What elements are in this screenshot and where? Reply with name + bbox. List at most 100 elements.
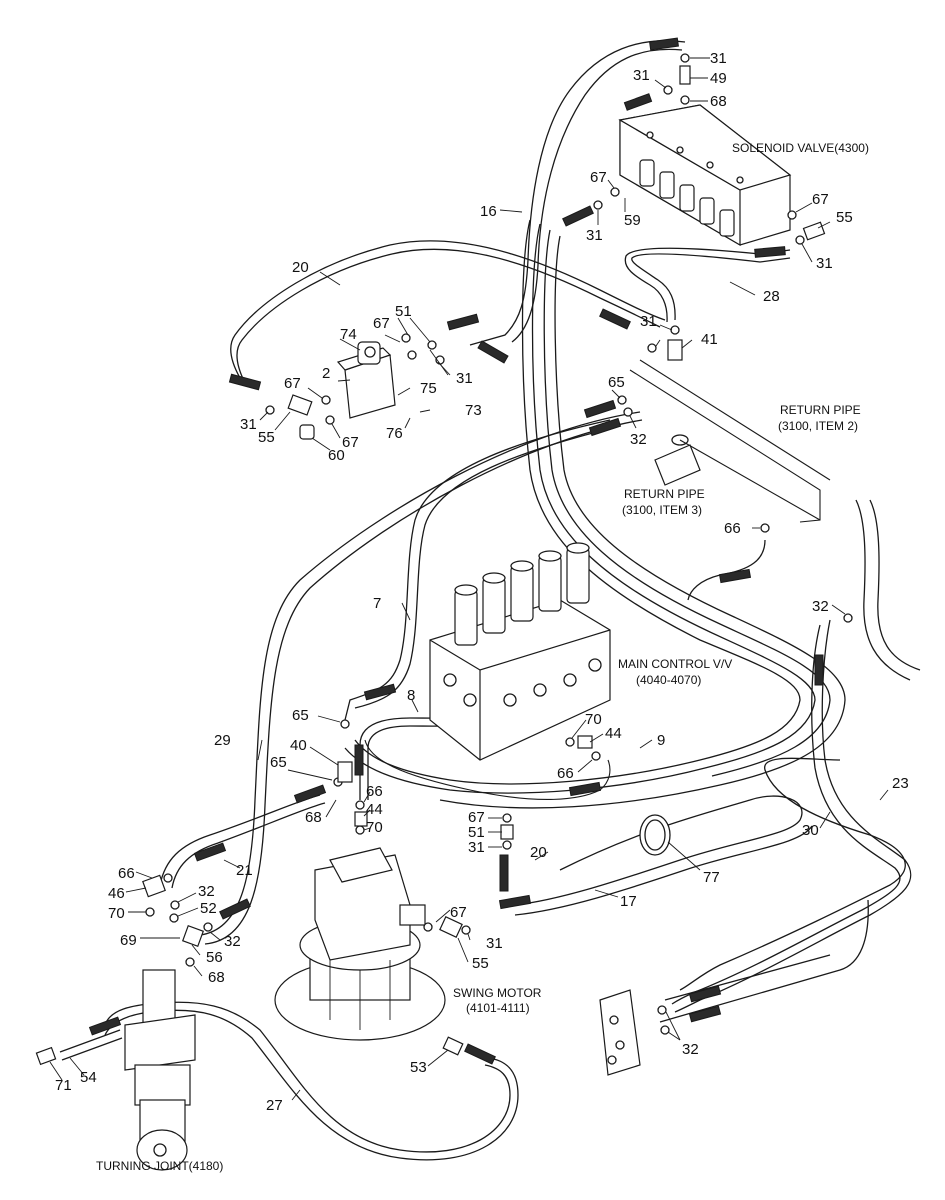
callout: 31 (456, 370, 473, 387)
return-pipe-item3-label: RETURN PIPE (624, 487, 705, 501)
main-control-valve-label: MAIN CONTROL V/V (618, 657, 732, 671)
hose-20-upper (230, 240, 666, 379)
return-pipe-drawing (629, 359, 831, 523)
callout: 67 (468, 809, 485, 826)
callout: 65 (270, 754, 287, 771)
callout: 70 (108, 905, 125, 922)
return-pipe-item3-sub: (3100, ITEM 3) (622, 503, 702, 517)
turning-joint-label: TURNING JOINT(4180) (96, 1159, 223, 1173)
callout: 2 (322, 365, 330, 382)
hose-bundle-right (354, 219, 801, 785)
callout: 31 (816, 255, 833, 272)
callout: 73 (465, 402, 482, 419)
callout: 54 (80, 1069, 97, 1086)
callout: 41 (701, 331, 718, 348)
callout: 21 (236, 862, 253, 879)
callout: 67 (342, 434, 359, 451)
callout: 59 (624, 212, 641, 229)
callout: 31 (486, 935, 503, 952)
swing-motor-drawing (274, 847, 446, 1041)
callout: 20 (292, 259, 309, 276)
callout: 70 (366, 819, 383, 836)
callout: 31 (640, 313, 657, 330)
callout: 44 (605, 725, 622, 742)
valve-block-2 (336, 341, 396, 419)
solenoid-valve-drawing (618, 104, 792, 247)
hose-28 (631, 253, 791, 321)
callout: 55 (836, 209, 853, 226)
callout: 56 (206, 949, 223, 966)
hose-23 (674, 619, 912, 1013)
return-pipe-item2-label: RETURN PIPE (780, 403, 861, 417)
callout: 52 (200, 900, 217, 917)
callout: 31 (633, 67, 650, 84)
callout: 7 (373, 595, 381, 612)
callout: 65 (608, 374, 625, 391)
callout: 66 (118, 865, 135, 882)
callout-labels: 31 49 31 68 67 67 59 31 55 31 16 2 8 20 5… (55, 50, 909, 1114)
main-control-valve-sub: (4040-4070) (636, 673, 701, 687)
callout: 29 (214, 732, 231, 749)
callout: 31 (240, 416, 257, 433)
callout: 66 (557, 765, 574, 782)
hose-17 (514, 795, 803, 906)
callout: 55 (472, 955, 489, 972)
callout: 67 (812, 191, 829, 208)
return-pipe-item2-sub: (3100, ITEM 2) (778, 419, 858, 433)
callout: 32 (630, 431, 647, 448)
callout: 75 (420, 380, 437, 397)
callout: 77 (703, 869, 720, 886)
callout: 51 (468, 824, 485, 841)
callout: 20 (530, 844, 547, 861)
callout: 32 (198, 883, 215, 900)
callout: 44 (366, 801, 383, 818)
swing-motor-label: SWING MOTOR (453, 986, 542, 1000)
callout: 32 (682, 1041, 699, 1058)
callout: 71 (55, 1077, 72, 1094)
solenoid-valve-label: SOLENOID VALVE(4300) (732, 141, 869, 155)
hose-30 (679, 757, 906, 991)
callout: 68 (710, 93, 727, 110)
component-captions: SOLENOID VALVE(4300) RETURN PIPE (3100, … (96, 141, 869, 1173)
callout: 9 (657, 732, 665, 749)
swing-motor-sub: (4101-4111) (466, 1001, 530, 1015)
callout: 27 (266, 1097, 283, 1114)
callout: 67 (590, 169, 607, 186)
callout: 40 (290, 737, 307, 754)
hose-9 (364, 739, 611, 800)
fittings (35, 53, 853, 1066)
callout: 51 (395, 303, 412, 320)
callout: 31 (586, 227, 603, 244)
callout: 31 (468, 839, 485, 856)
callout: 67 (284, 375, 301, 392)
callout: 8 (407, 687, 415, 704)
callout: 46 (108, 885, 125, 902)
leader-lines (49, 57, 889, 1101)
callout: 70 (585, 711, 602, 728)
callout: 68 (208, 969, 225, 986)
callout: 65 (292, 707, 309, 724)
callout: 31 (710, 50, 727, 67)
hose-crimps (88, 37, 824, 1065)
callout: 67 (450, 904, 467, 921)
callout: 76 (386, 425, 403, 442)
callout: 16 (480, 203, 497, 220)
hose-29 (199, 411, 641, 936)
callout: 32 (224, 933, 241, 950)
hose-16 (469, 40, 686, 346)
hose-7 (344, 419, 611, 721)
main-control-valve-drawing (429, 542, 611, 761)
turning-joint-drawing (124, 969, 196, 1171)
callout: 68 (305, 809, 322, 826)
callout: 17 (620, 893, 637, 910)
callout: 67 (373, 315, 390, 332)
callout: 49 (710, 70, 727, 87)
callout: 53 (410, 1059, 427, 1076)
callout: 55 (258, 429, 275, 446)
clamp-77 (639, 814, 671, 856)
callout: 66 (366, 783, 383, 800)
callout: 74 (340, 326, 357, 343)
callout: 23 (892, 775, 909, 792)
callout: 66 (724, 520, 741, 537)
